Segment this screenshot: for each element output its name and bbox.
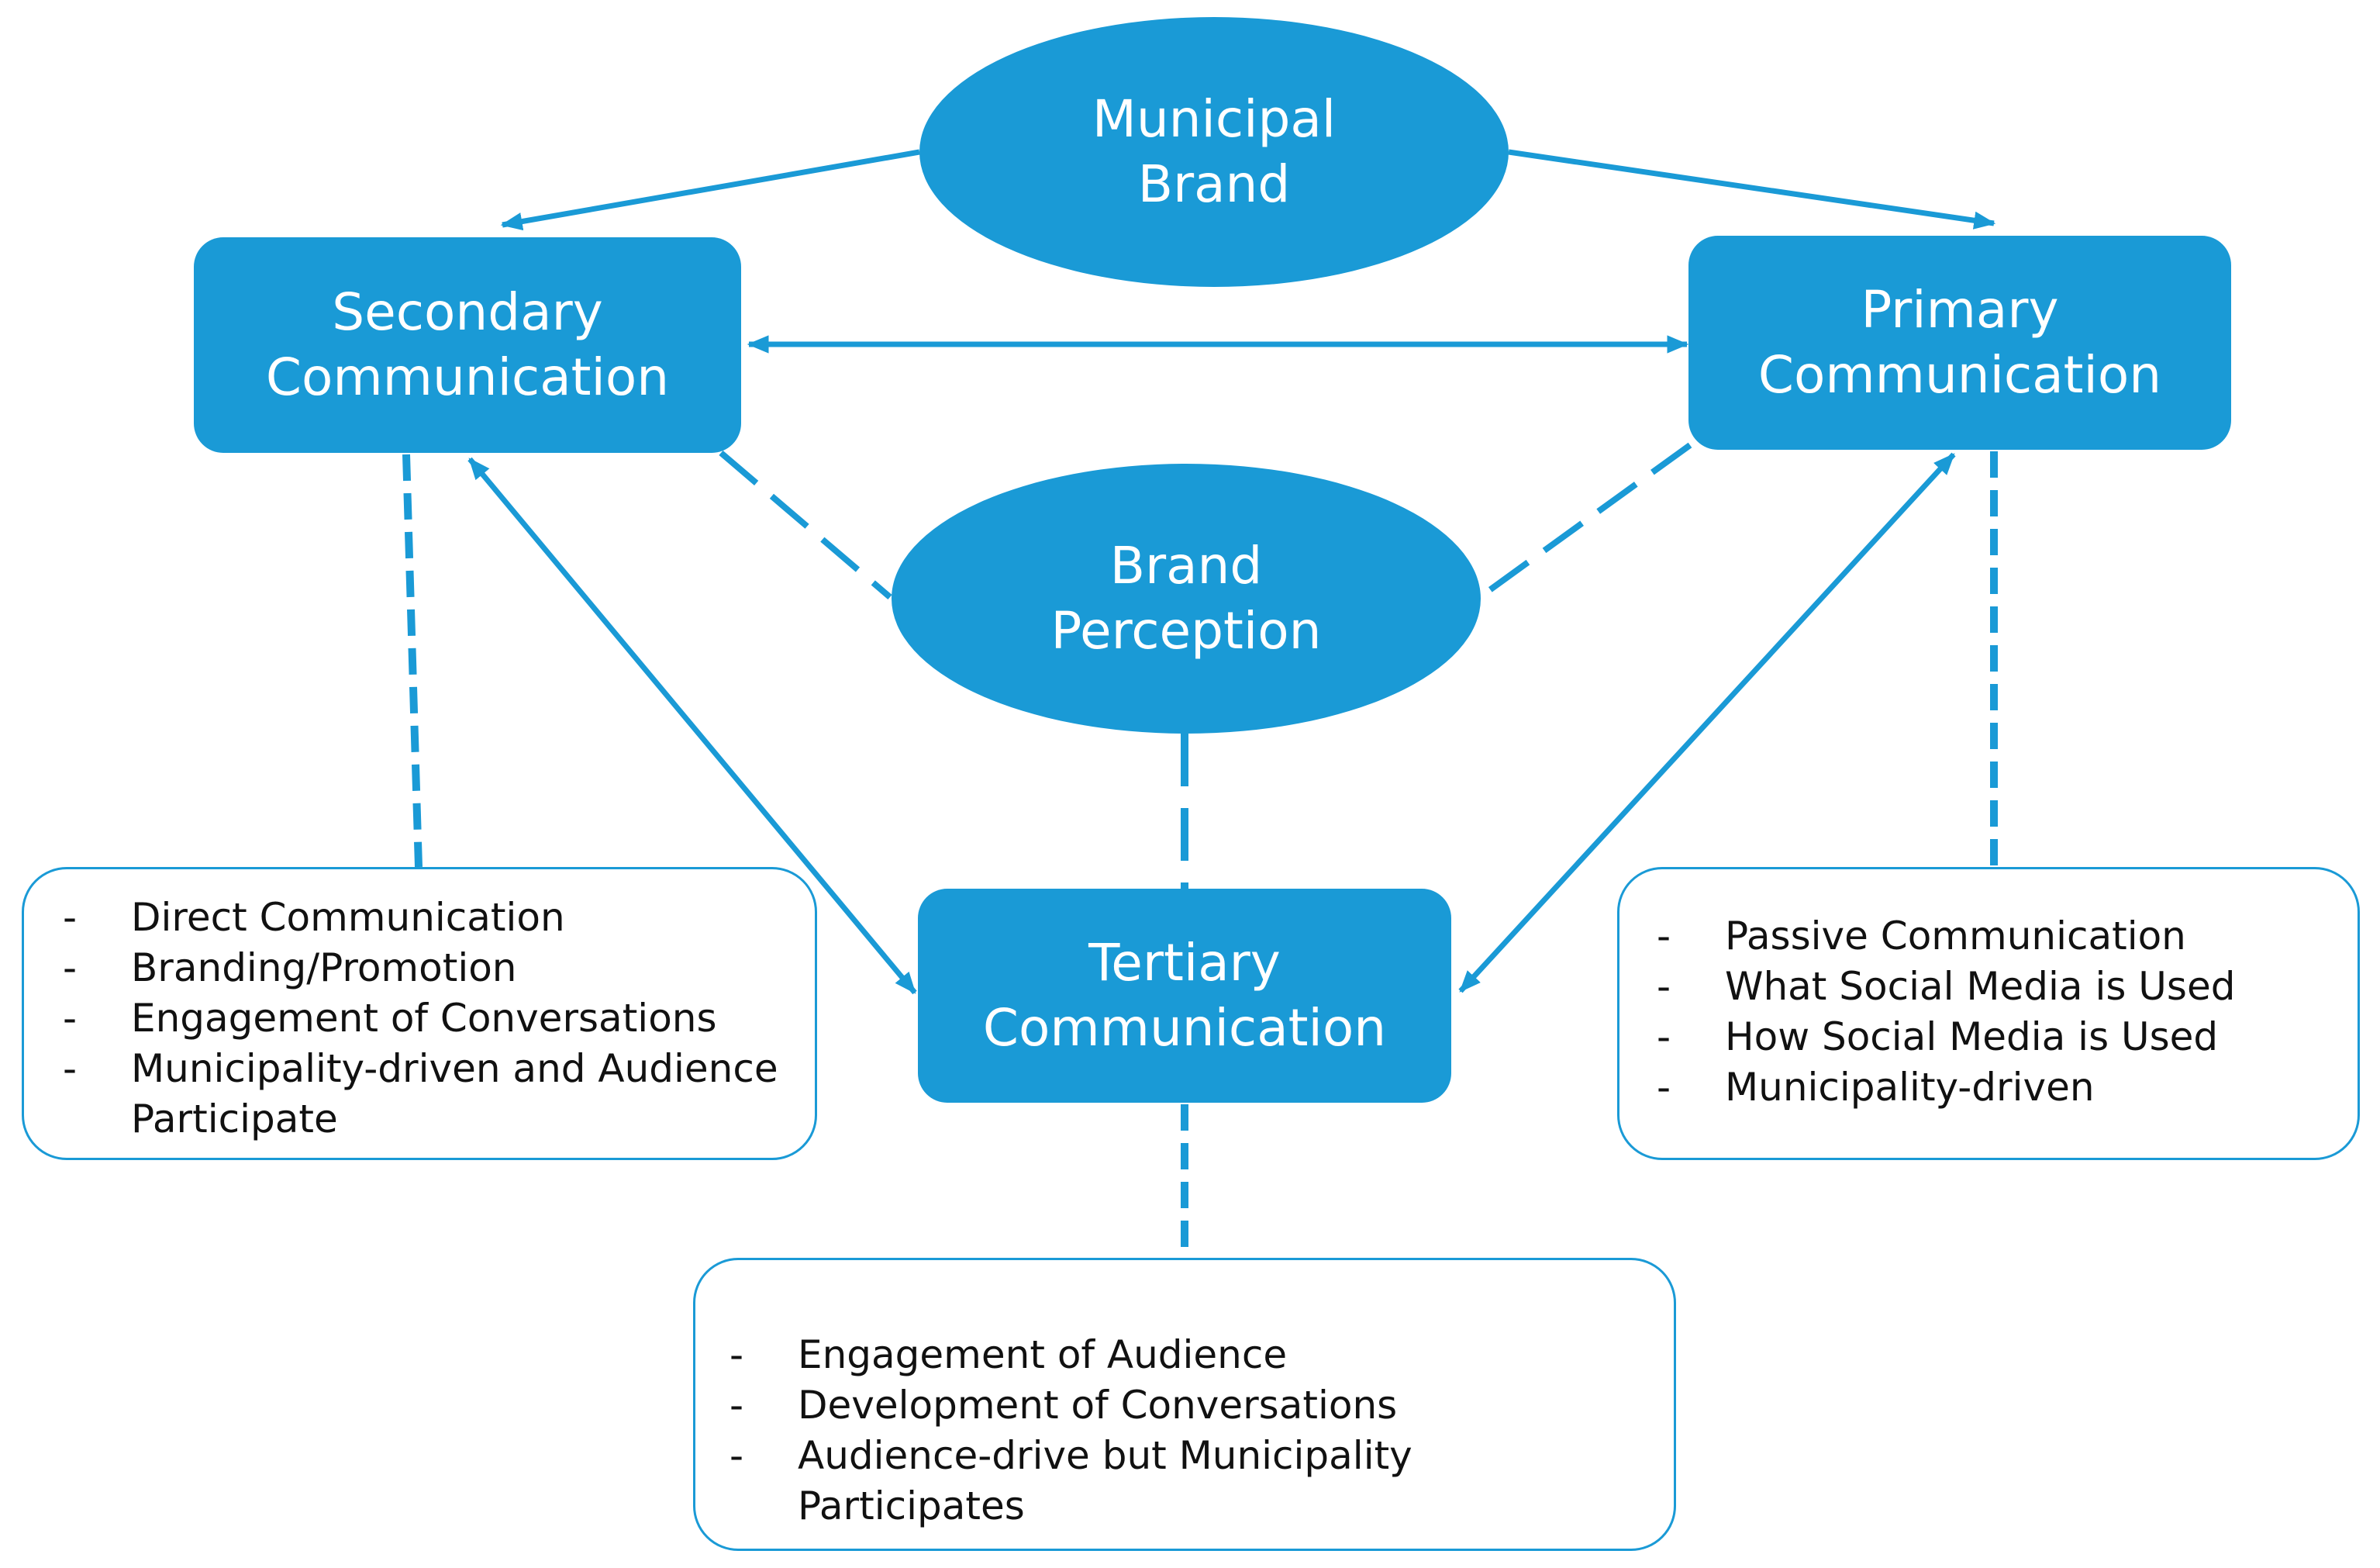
municipal-brand-line2: Brand [1137, 154, 1291, 214]
primary-line1: Primary [1861, 280, 2059, 340]
dash-secondary-note [402, 454, 423, 868]
arrow-brand-to-secondary [500, 149, 920, 231]
tertiary-notes-list: Engagement of Audience Development of Co… [730, 1330, 1650, 1532]
tertiary-line1: Tertiary [1088, 933, 1281, 993]
list-item: Direct Communication [63, 893, 784, 943]
tertiary-line2: Communication [982, 998, 1387, 1058]
list-item: Engagement of Audience [730, 1330, 1650, 1380]
arrow-brand-to-primary [1508, 149, 1996, 230]
arrow-secondary-tertiary [467, 457, 917, 995]
brand-perception-node: Brand Perception [892, 464, 1481, 734]
list-item: Engagement of Conversations [63, 993, 784, 1044]
list-item: Passive Communication [1657, 911, 2334, 962]
brand-perception-line1: Brand [1109, 536, 1263, 596]
brand-perception-line2: Perception [1050, 601, 1322, 661]
list-item: Municipality-driven [1657, 1062, 2334, 1113]
list-item: Development of Conversations [730, 1380, 1650, 1431]
dash-secondary-perception [719, 450, 892, 600]
primary-communication-node: Primary Communication [1688, 236, 2231, 450]
secondary-notes-list: Direct Communication Branding/Promotion … [63, 893, 784, 1145]
list-item: Branding/Promotion [63, 943, 784, 993]
list-item: Audience-drive but Municipality Particip… [730, 1431, 1650, 1532]
tertiary-communication-node: Tertiary Communication [918, 889, 1451, 1103]
primary-notes-box: Passive Communication What Social Media … [1617, 867, 2360, 1160]
dash-primary-perception [1486, 442, 1692, 594]
tertiary-notes-box: Engagement of Audience Development of Co… [693, 1258, 1676, 1551]
list-item: What Social Media is Used [1657, 962, 2334, 1012]
secondary-line1: Secondary [332, 282, 603, 342]
primary-notes-list: Passive Communication What Social Media … [1657, 911, 2334, 1113]
secondary-communication-node: Secondary Communication [194, 237, 741, 453]
primary-line2: Communication [1757, 345, 2162, 405]
arrow-primary-tertiary [1458, 452, 1956, 993]
municipal-brand-line1: Municipal [1092, 89, 1337, 149]
municipal-brand-node: Municipal Brand [919, 17, 1509, 287]
list-item: Municipality-driven and Audience Partici… [63, 1044, 784, 1145]
secondary-line2: Communication [265, 347, 670, 407]
list-item: How Social Media is Used [1657, 1012, 2334, 1062]
secondary-notes-box: Direct Communication Branding/Promotion … [22, 867, 817, 1160]
